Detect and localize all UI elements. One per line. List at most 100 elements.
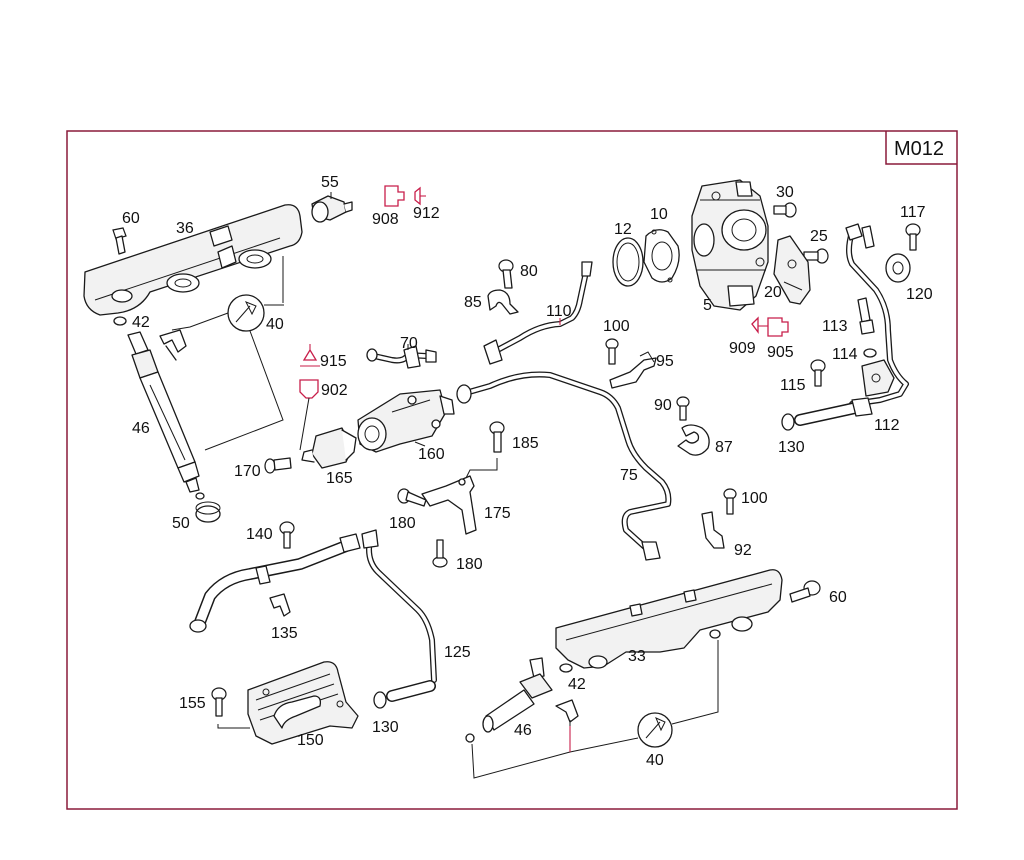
callout-90: 90: [654, 397, 672, 414]
callout-915: 915: [320, 353, 347, 370]
bolt-100b: [723, 488, 737, 515]
callout-113: 113: [822, 318, 848, 335]
callout-46-lower: 46: [514, 722, 532, 739]
bolt-30: [773, 202, 797, 218]
fuel-rail-lower: [555, 569, 783, 669]
gasket-10: [643, 229, 680, 283]
callout-115: 115: [780, 377, 806, 394]
callout-180b: 180: [456, 556, 483, 573]
callout-33: 33: [628, 648, 646, 665]
connector-symbol-909: [751, 316, 759, 334]
callout-50: 50: [172, 515, 190, 532]
fuel-line-75: [456, 371, 672, 561]
callout-42-lower: 42: [568, 676, 586, 693]
callout-908: 908: [372, 211, 399, 228]
callout-180a: 180: [389, 515, 416, 532]
callout-902: 902: [321, 382, 348, 399]
callout-75: 75: [620, 467, 638, 484]
wrench-symbol-40-lower: [637, 712, 673, 748]
sensor-165: [301, 427, 357, 469]
callout-60-lower: 60: [829, 589, 847, 606]
bracket-95: [609, 351, 657, 389]
small-oring-lower: [465, 733, 475, 743]
callout-120: 120: [906, 286, 933, 303]
callout-42-upper: 42: [132, 314, 150, 331]
callout-112: 112: [874, 417, 900, 434]
callout-80: 80: [520, 263, 538, 280]
high-pressure-pump-5: [691, 179, 769, 311]
callout-46-upper: 46: [132, 420, 150, 437]
grommet-120: [885, 253, 911, 283]
seal-ring-50: [195, 501, 221, 523]
fuel-line-110: [483, 261, 593, 365]
connector-symbol-905: [767, 317, 789, 337]
callout-40-upper: 40: [266, 316, 284, 333]
bolt-155: [211, 687, 227, 717]
callout-170: 170: [234, 463, 261, 480]
bolt-117: [905, 223, 921, 251]
callout-85: 85: [464, 294, 482, 311]
pressure-regulator-160: [357, 389, 455, 453]
leader-902-165: [299, 397, 310, 451]
bracket-92: [701, 511, 725, 549]
sensor-symbol-915: [300, 344, 320, 367]
callout-10: 10: [650, 206, 668, 223]
clip-85: [487, 289, 519, 315]
connector-912: [414, 186, 426, 206]
callout-114: 114: [832, 346, 858, 363]
fuel-line-70: [366, 345, 437, 369]
callout-130-lower: 130: [372, 719, 399, 736]
bolt-80: [498, 259, 514, 289]
leader-160: [414, 441, 426, 447]
bolt-115: [810, 359, 826, 387]
hose-130-upper: [781, 397, 873, 431]
callout-912: 912: [413, 205, 440, 222]
callout-70: 70: [400, 335, 418, 352]
callout-100a: 100: [603, 318, 630, 335]
wrench-symbol-40-upper: [227, 294, 265, 332]
callout-12: 12: [614, 221, 632, 238]
diagram-code: M012: [894, 138, 944, 160]
callout-160: 160: [418, 446, 445, 463]
sensor-block-112: [861, 359, 895, 397]
callout-5: 5: [703, 297, 712, 314]
callout-135: 135: [271, 625, 298, 642]
callout-150: 150: [297, 732, 324, 749]
injector-46-lower: [482, 657, 553, 733]
fuel-rail-upper: [83, 204, 303, 316]
callout-55: 55: [321, 174, 339, 191]
fuel-line-125: [361, 529, 437, 683]
bolt-100a: [605, 338, 619, 365]
clip-87: [677, 424, 710, 456]
callout-185: 185: [512, 435, 539, 452]
callout-909: 909: [729, 340, 756, 357]
connector-908: [384, 185, 405, 207]
callout-140: 140: [246, 526, 273, 543]
gasket-12: [612, 237, 644, 287]
callout-905: 905: [767, 344, 794, 361]
bolt-170: [264, 457, 292, 474]
callout-20: 20: [764, 284, 782, 301]
oring-114: [863, 348, 877, 358]
callout-60-upper: 60: [122, 210, 140, 227]
oring-42-lower: [559, 629, 721, 673]
fuel-line-112: [845, 223, 909, 407]
clamp-135: [269, 593, 291, 617]
callout-125: 125: [444, 644, 471, 661]
clamp-fork-lower: [555, 699, 579, 723]
callout-92: 92: [734, 542, 752, 559]
hose-130-lower: [373, 680, 436, 709]
leader-40-upper: [171, 256, 284, 451]
callout-100b: 100: [741, 490, 768, 507]
callout-155: 155: [179, 695, 206, 712]
callout-30: 30: [776, 184, 794, 201]
bolt-180a: [397, 488, 427, 507]
callout-117: 117: [900, 204, 926, 221]
bolt-140: [279, 521, 295, 549]
callout-40-lower: 40: [646, 752, 664, 769]
bolt-185: [489, 421, 505, 453]
diagram-code-box: M012: [885, 131, 957, 165]
bolt-60-lower: [789, 580, 821, 603]
callout-95: 95: [656, 353, 674, 370]
